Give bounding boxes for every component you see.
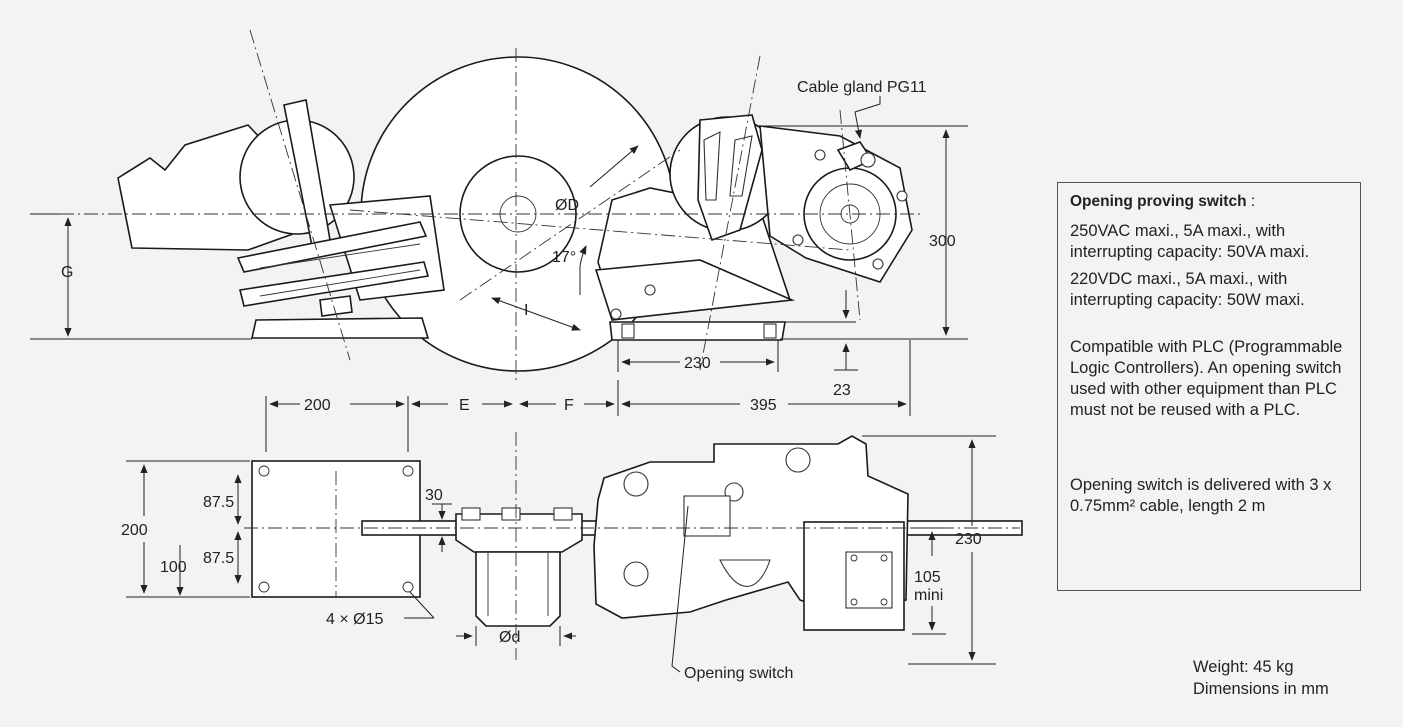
spec-dc: 220VDC maxi., 5A maxi., with interruptin… bbox=[1070, 270, 1305, 309]
label-opening-switch: Opening switch bbox=[684, 665, 793, 682]
label-width-200: 200 bbox=[304, 397, 331, 414]
label-height-200: 200 bbox=[121, 522, 148, 539]
caliper-assembly bbox=[594, 114, 913, 341]
label-mini: mini bbox=[914, 587, 943, 604]
spec-delivery: Opening switch is delivered with 3 x 0.7… bbox=[1070, 476, 1332, 515]
label-holes: 4 × Ø15 bbox=[326, 611, 383, 628]
label-E: E bbox=[459, 397, 470, 414]
label-F: F bbox=[564, 397, 574, 414]
units-text: Dimensions in mm bbox=[1193, 680, 1329, 698]
label-23: 23 bbox=[833, 382, 851, 399]
bottom-view: 200 87.5 87.5 100 30 4 × Ø15 Ød 105 mini bbox=[121, 432, 1023, 682]
weight-text: Weight: 45 kg bbox=[1193, 658, 1294, 676]
label-height-230: 230 bbox=[955, 531, 982, 548]
spec-box: Opening proving switch : 250VAC maxi., 5… bbox=[1057, 182, 1361, 591]
label-105: 105 bbox=[914, 569, 941, 586]
label-30: 30 bbox=[425, 487, 443, 504]
top-view: ØD Cable gland PG11 17° I G 300 230 23 bbox=[30, 29, 968, 452]
label-G: G bbox=[61, 264, 73, 281]
label-diameter-d: Ød bbox=[499, 629, 520, 646]
label-width-230-top: 230 bbox=[684, 355, 711, 372]
footer-note: Weight: 45 kg Dimensions in mm bbox=[1193, 656, 1329, 700]
label-height-300: 300 bbox=[929, 233, 956, 250]
motor-assembly bbox=[117, 99, 445, 339]
spec-ac: 250VAC maxi., 5A maxi., with interruptin… bbox=[1070, 222, 1310, 261]
label-diameter-D: ØD bbox=[555, 197, 579, 214]
label-87-5-top: 87.5 bbox=[203, 494, 234, 511]
label-87-5-bottom: 87.5 bbox=[203, 550, 234, 567]
spec-title: Opening proving switch : bbox=[1070, 193, 1256, 210]
label-100: 100 bbox=[160, 559, 187, 576]
spec-plc: Compatible with PLC (Programmable Logic … bbox=[1070, 338, 1343, 419]
label-angle-17: 17° bbox=[552, 249, 576, 266]
label-cable-gland: Cable gland PG11 bbox=[797, 79, 927, 96]
label-I: I bbox=[524, 302, 528, 319]
label-width-395: 395 bbox=[750, 397, 777, 414]
